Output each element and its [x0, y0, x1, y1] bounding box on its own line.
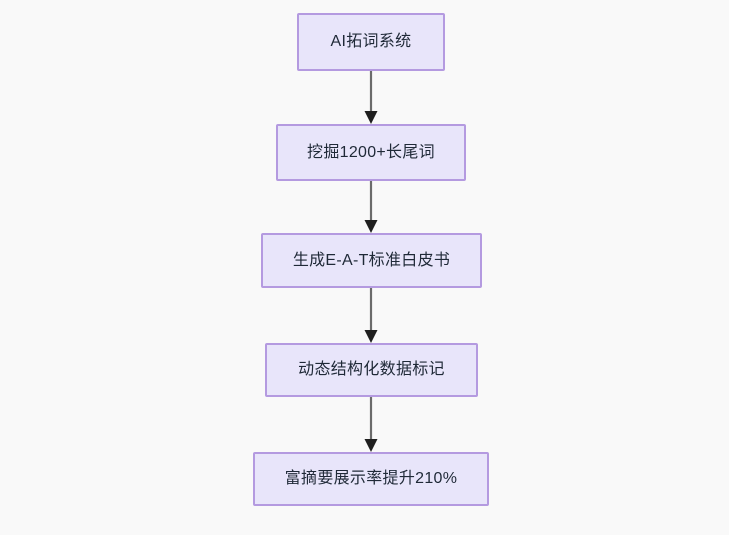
edge-n4-n5 [347, 389, 395, 461]
node-label: 动态结构化数据标记 [298, 361, 445, 378]
node-label: 富摘要展示率提升210% [284, 470, 458, 487]
flowchart-node-ai-keyword-system[interactable]: AI拓词系统 [297, 13, 445, 71]
flowchart-node-mine-longtail-keywords[interactable]: 挖掘1200+长尾词 [276, 124, 466, 181]
flowchart-node-generate-eat-whitepaper[interactable]: 生成E-A-T标准白皮书 [261, 233, 482, 288]
edge-n3-n4 [347, 280, 395, 352]
node-label: AI拓词系统 [330, 33, 412, 50]
flowchart-node-dynamic-structured-data-markup[interactable]: 动态结构化数据标记 [265, 343, 478, 397]
node-label: 挖掘1200+长尾词 [307, 143, 435, 161]
flowchart-node-rich-snippet-impression-lift[interactable]: 富摘要展示率提升210% [253, 452, 489, 506]
edge-n1-n2 [347, 63, 395, 133]
node-label: 生成E-A-T标准白皮书 [292, 251, 451, 269]
